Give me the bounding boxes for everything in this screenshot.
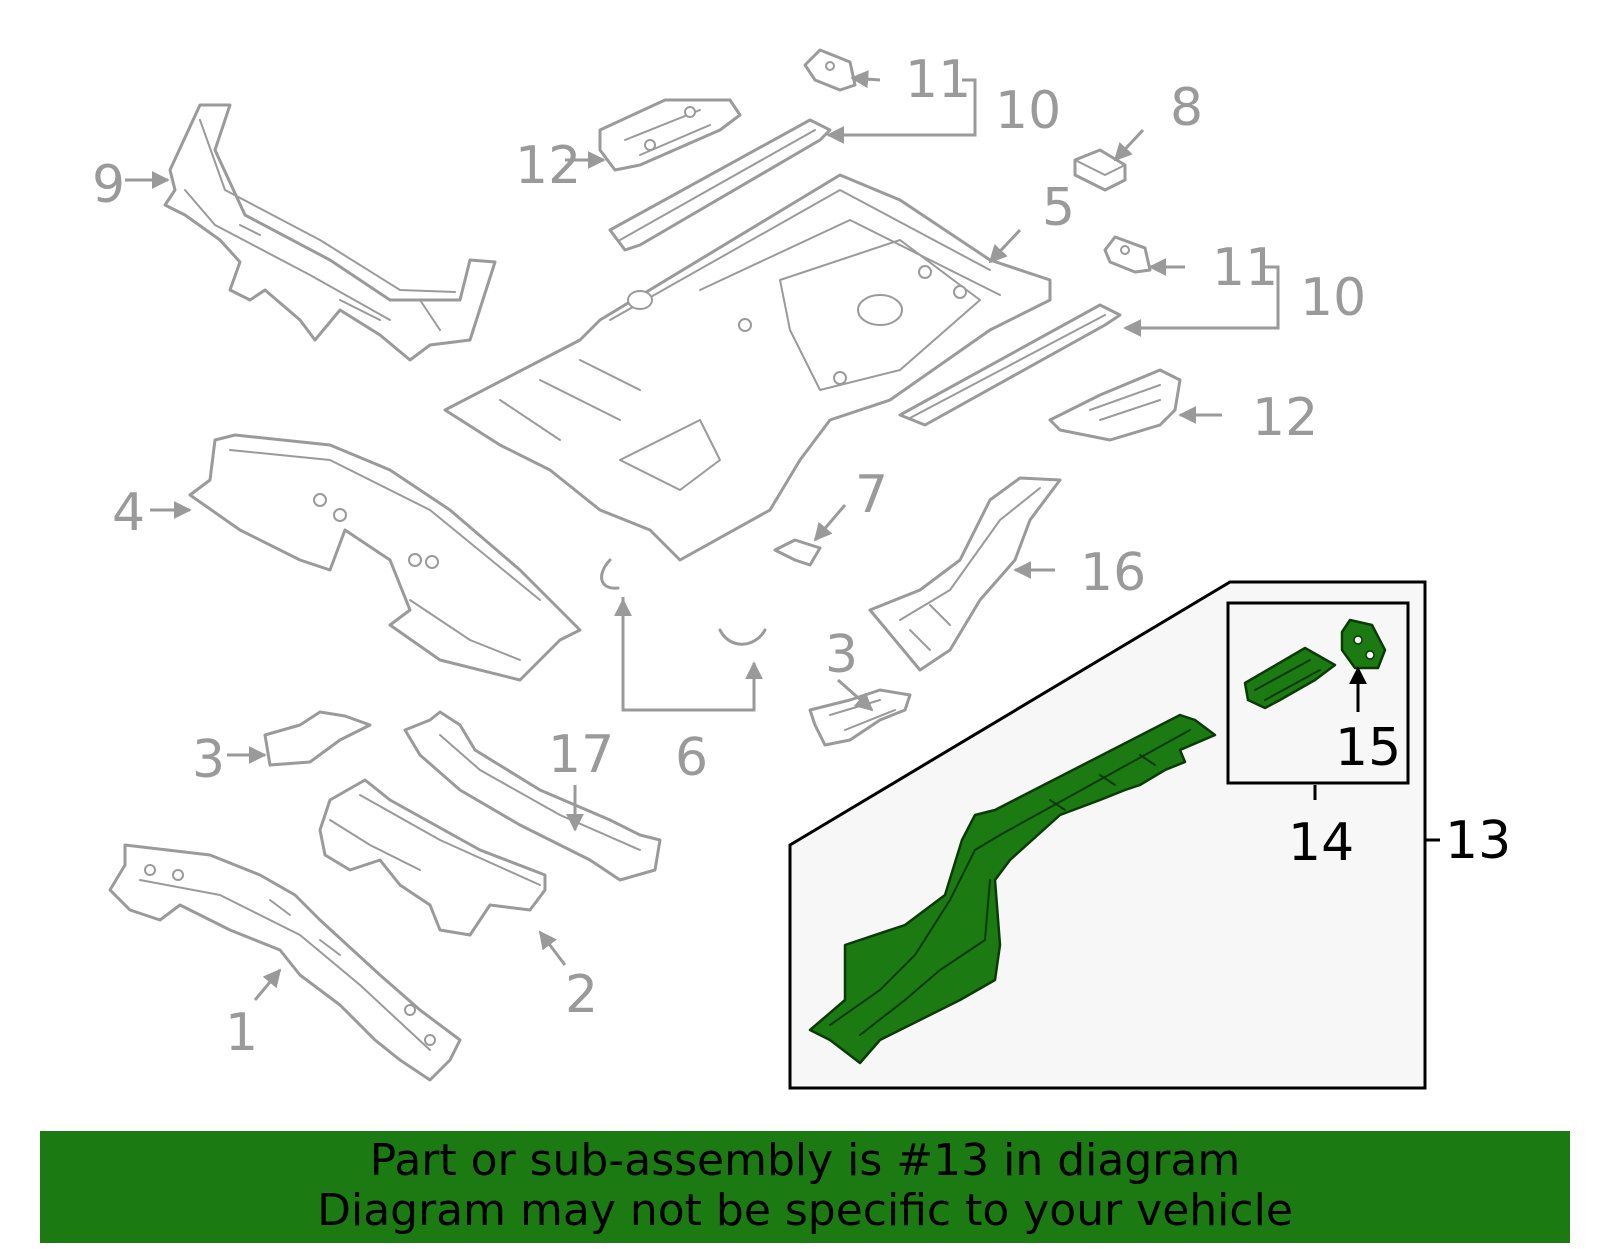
callout-16: 16	[1080, 543, 1146, 603]
part-11-lower-bracket	[1103, 235, 1152, 274]
banner-line-2: Diagram may not be specific to your vehi…	[317, 1185, 1293, 1236]
part-12-lower-bracket	[1048, 368, 1182, 442]
callout-12-upper: 12	[515, 136, 581, 196]
part-7-clip	[773, 538, 822, 567]
part-6-clips	[600, 558, 767, 646]
callout-15: 15	[1335, 718, 1401, 778]
callout-8: 8	[1170, 78, 1203, 138]
part-15-plate[interactable]	[1340, 618, 1387, 670]
grey-leader-lines	[125, 70, 1280, 1001]
part-13-rail[interactable]	[808, 713, 1217, 1065]
part-16-bracket	[868, 476, 1062, 672]
part-8-block	[1073, 148, 1127, 192]
callout-10-upper: 10	[995, 81, 1061, 141]
part-11-upper-bracket	[803, 48, 857, 92]
banner-line-1: Part or sub-assembly is #13 in diagram	[369, 1135, 1241, 1186]
callout-11-lower: 11	[1212, 238, 1278, 298]
part-1-crossmember	[108, 843, 462, 1082]
callout-labels: 9 12 11 10 8 5 11 10 12 4 7 16 3 6 3 17 …	[92, 50, 1511, 1063]
callout-17: 17	[548, 725, 614, 785]
part-2-crossmember	[318, 778, 547, 937]
callout-14: 14	[1288, 813, 1354, 873]
part-5-floor-pan	[443, 173, 1052, 562]
highlight-box-13	[788, 580, 1427, 1090]
callout-12-lower: 12	[1252, 388, 1318, 448]
part-4-panel	[188, 433, 582, 682]
part-14-bracket[interactable]	[1243, 646, 1337, 710]
callout-9: 9	[92, 155, 125, 215]
callout-1: 1	[225, 1003, 258, 1063]
black-leader-lines	[1313, 666, 1440, 842]
part-10-upper-rail	[608, 118, 832, 252]
callout-4: 4	[112, 483, 145, 543]
part-12-upper-bracket	[598, 98, 742, 172]
part-3-left-bracket	[263, 710, 372, 767]
part-17-reinforcement	[403, 710, 662, 882]
callout-2: 2	[565, 965, 598, 1025]
callout-13: 13	[1445, 811, 1511, 871]
callout-6: 6	[675, 728, 708, 788]
callout-3-right: 3	[825, 625, 858, 685]
callout-3-left: 3	[192, 730, 225, 790]
notice-banner: Part or sub-assembly is #13 in diagram D…	[40, 1131, 1570, 1243]
callout-10-lower: 10	[1300, 268, 1366, 328]
callout-11-upper: 11	[905, 50, 971, 110]
callout-5: 5	[1042, 178, 1075, 238]
part-9-crossmember	[163, 103, 497, 362]
part-10-lower-rail	[898, 303, 1122, 427]
callout-7: 7	[855, 465, 888, 525]
